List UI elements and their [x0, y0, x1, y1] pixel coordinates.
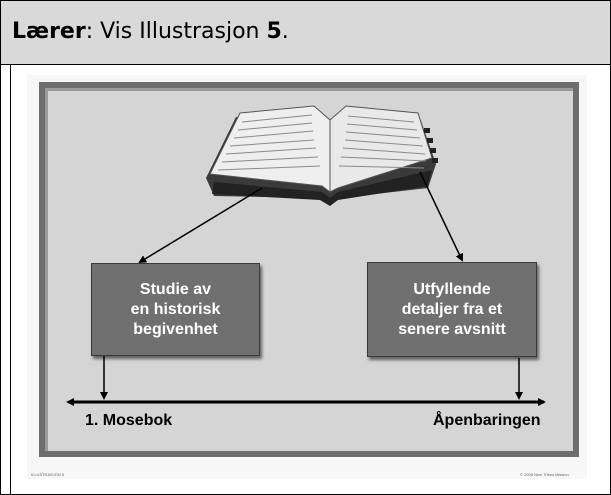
timeline-start-label: 1. Mosebok	[85, 412, 173, 429]
instruction-body: : Vis Illustrasjon	[85, 19, 267, 44]
role-label: Lærer	[12, 19, 86, 44]
later-passage-text: Utfyllende detaljer fra et senere avsnit…	[398, 280, 506, 338]
open-bible-icon	[206, 105, 438, 206]
illustration-number: 5	[266, 19, 282, 44]
instruction-period: .	[281, 19, 289, 44]
historical-event-box: Studie av en historisk begivenhet	[91, 263, 260, 356]
margin-rule	[10, 65, 11, 494]
instruction-text: Lærer: Vis Illustrasjon 5.	[12, 19, 289, 44]
instruction-header: Lærer: Vis Illustrasjon 5.	[1, 1, 610, 65]
slide-footer-right: © 2008 New Tribes Mission	[520, 472, 569, 477]
arrow-to-left-box	[138, 187, 263, 264]
historical-event-text: Studie av en historisk begivenhet	[130, 280, 221, 338]
timeline-end-label: Åpenbaringen	[433, 412, 541, 429]
slide-footer-left: ILLUSTRASJON 5	[31, 472, 65, 477]
later-passage-box: Utfyllende detaljer fra et senere avsnit…	[367, 262, 537, 357]
arrow-to-right-box	[419, 171, 464, 262]
